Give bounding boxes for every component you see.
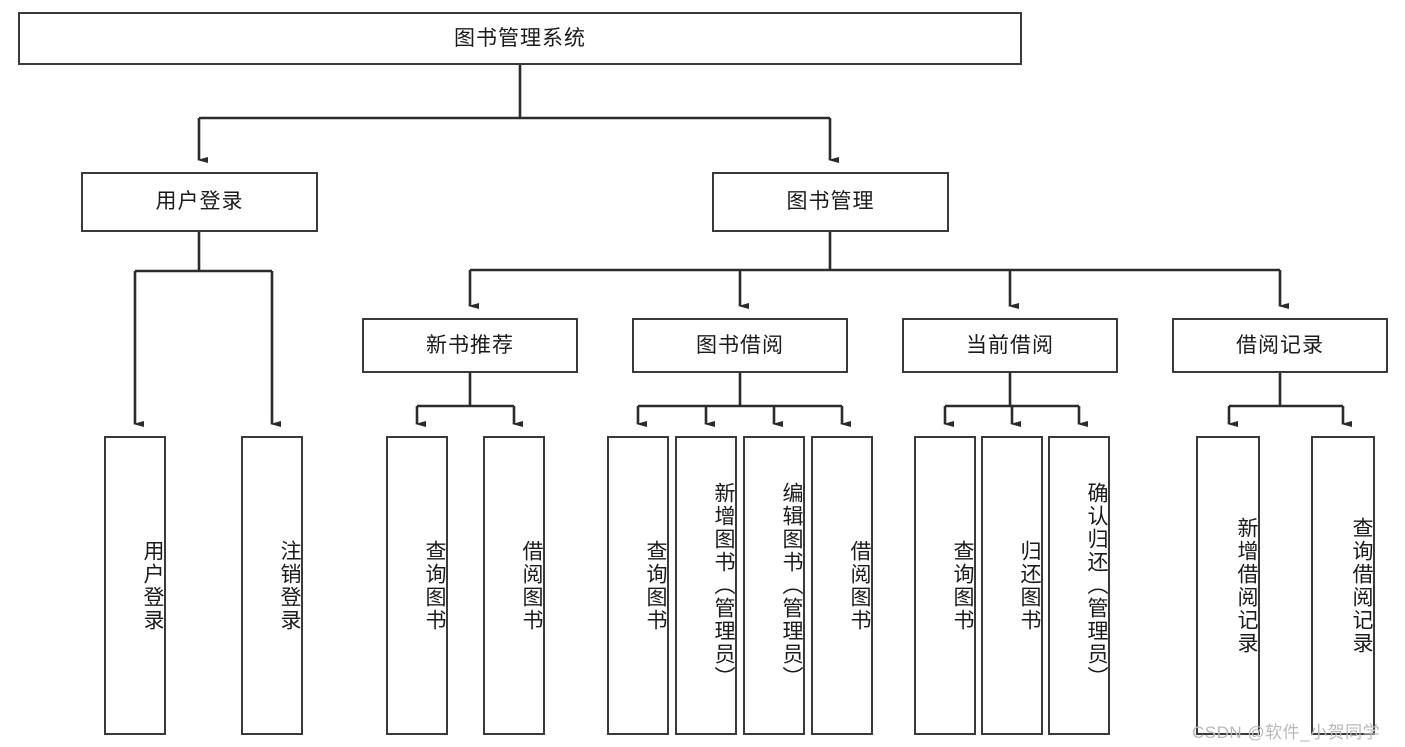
node-label: 确认归还（管理员） <box>1085 482 1108 689</box>
node-label: 查询借阅记录 <box>1350 516 1373 655</box>
node-leaf-return-book[interactable]: 归还图书 <box>981 436 1043 735</box>
node-label: 图书管理 <box>786 190 875 214</box>
node-label: 归还图书 <box>1018 539 1041 632</box>
node-book-management[interactable]: 图书管理 <box>712 172 949 232</box>
node-label: 新增借阅记录 <box>1235 516 1258 655</box>
node-label: 查询图书 <box>951 539 974 632</box>
node-label: 用户登录 <box>141 539 164 632</box>
node-label: 当前借阅 <box>966 333 1054 357</box>
node-label: 借阅图书 <box>848 539 871 632</box>
node-label: 注销登录 <box>278 539 301 632</box>
node-label: 查询图书 <box>644 539 667 632</box>
node-label: 查询图书 <box>423 539 446 632</box>
node-label: 新增图书（管理员） <box>712 482 735 689</box>
node-leaf-confirm-return-admin[interactable]: 确认归还（管理员） <box>1048 436 1110 735</box>
node-leaf-query-book-recommend[interactable]: 查询图书 <box>386 436 448 735</box>
node-label: 新书推荐 <box>426 333 514 357</box>
node-current-borrow[interactable]: 当前借阅 <box>902 318 1118 373</box>
node-root-system[interactable]: 图书管理系统 <box>18 12 1022 65</box>
node-leaf-add-borrow-record[interactable]: 新增借阅记录 <box>1196 436 1260 735</box>
node-label: 借阅记录 <box>1236 333 1324 357</box>
node-leaf-query-book-current[interactable]: 查询图书 <box>914 436 976 735</box>
node-leaf-query-borrow-record[interactable]: 查询借阅记录 <box>1311 436 1375 735</box>
node-leaf-edit-book-admin[interactable]: 编辑图书（管理员） <box>743 436 805 735</box>
node-label: 借阅图书 <box>520 539 543 632</box>
node-leaf-user-login[interactable]: 用户登录 <box>104 436 166 735</box>
node-book-borrow[interactable]: 图书借阅 <box>632 318 848 373</box>
node-label: 用户登录 <box>155 190 244 214</box>
node-label: 图书借阅 <box>696 333 784 357</box>
node-leaf-borrow-book[interactable]: 借阅图书 <box>811 436 873 735</box>
node-leaf-add-book-admin[interactable]: 新增图书（管理员） <box>675 436 737 735</box>
node-label: 编辑图书（管理员） <box>780 482 803 689</box>
node-leaf-borrow-book-recommend[interactable]: 借阅图书 <box>483 436 545 735</box>
node-leaf-logout[interactable]: 注销登录 <box>241 436 303 735</box>
node-user-login[interactable]: 用户登录 <box>81 172 318 232</box>
node-label: 图书管理系统 <box>454 26 586 50</box>
csdn-watermark: CSDN @软件_小贺同学 <box>1192 723 1381 742</box>
node-leaf-query-book-borrow[interactable]: 查询图书 <box>607 436 669 735</box>
node-borrow-record[interactable]: 借阅记录 <box>1172 318 1388 373</box>
node-new-book-recommend[interactable]: 新书推荐 <box>362 318 578 373</box>
